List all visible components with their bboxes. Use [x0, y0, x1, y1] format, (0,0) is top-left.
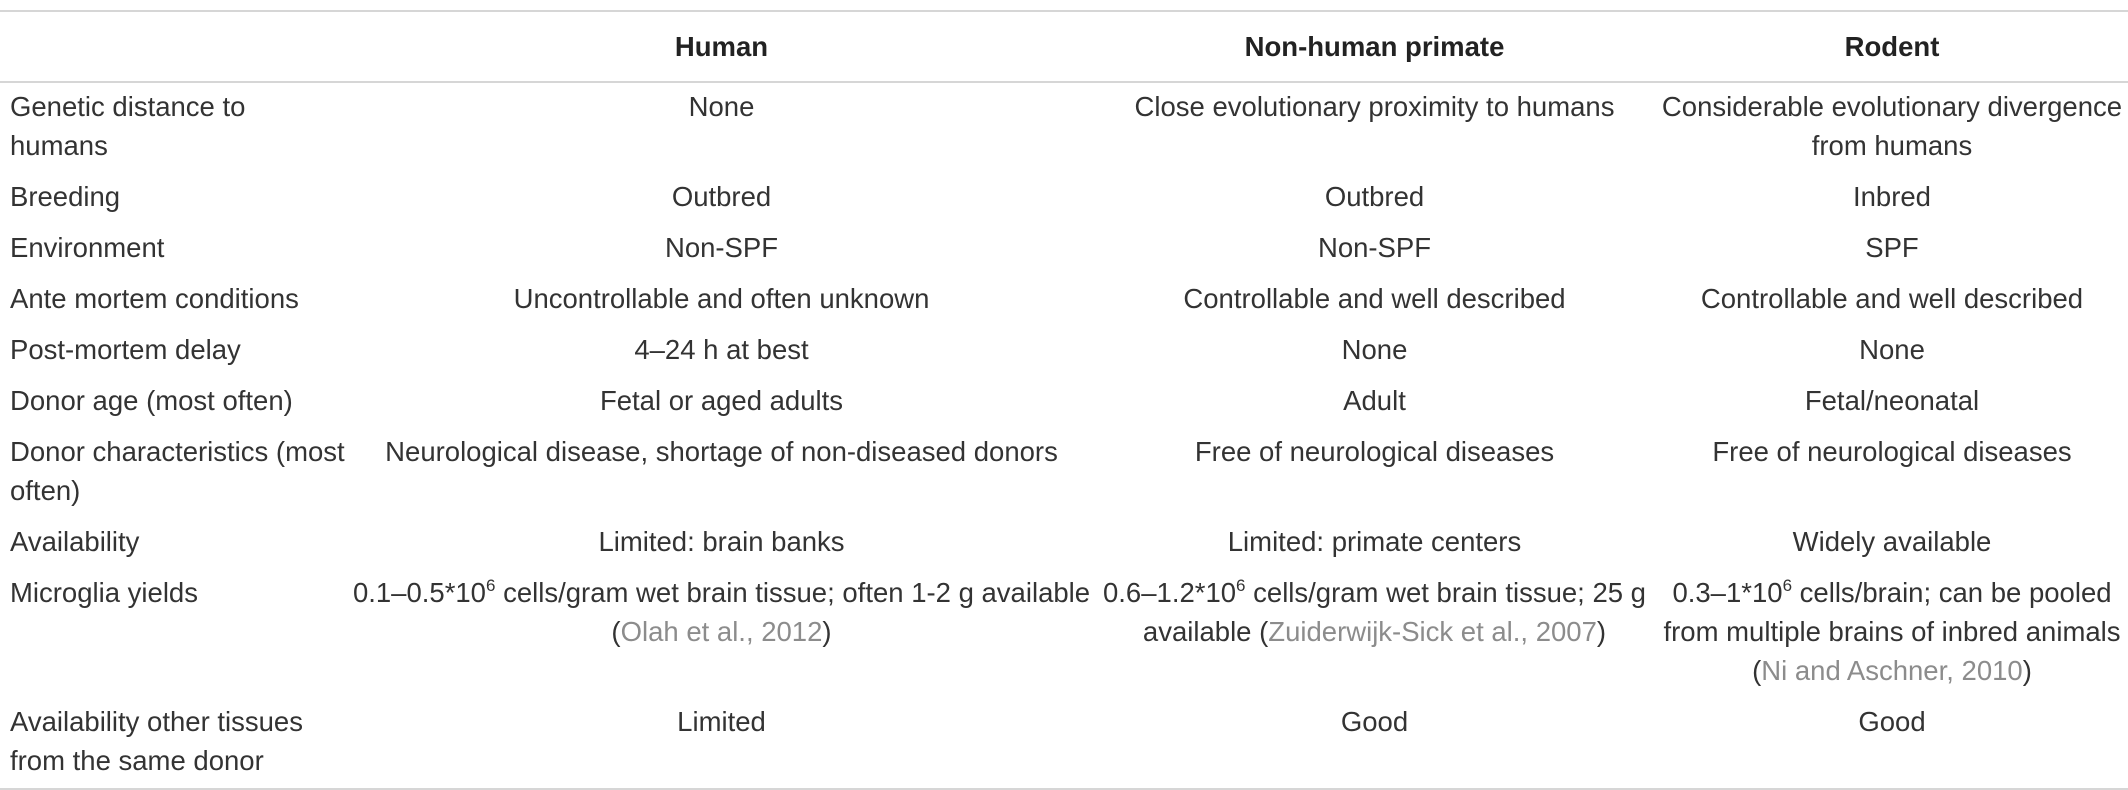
- exponent: 6: [1782, 576, 1793, 595]
- cell-primate: Close evolutionary proximity to humans: [1134, 91, 1615, 122]
- row-label: Availability other tissues from the same…: [10, 706, 303, 776]
- cell-primate: Free of neurological diseases: [1194, 436, 1555, 467]
- closing-paren: ): [1596, 616, 1607, 647]
- yield-value: 0.6–1.2*10: [1103, 577, 1237, 608]
- cell-human: Fetal or aged adults: [599, 385, 844, 416]
- cell-human: Uncontrollable and often unknown: [513, 283, 930, 314]
- exponent: 6: [485, 576, 496, 595]
- cell-primate: Good: [1340, 706, 1409, 737]
- cell-primate: 0.6–1.2*106 cells/gram wet brain tissue;…: [1093, 569, 1656, 698]
- cell-human: 4–24 h at best: [634, 334, 809, 365]
- cell-rodent: None: [1859, 334, 1925, 365]
- cell-primate: None: [1341, 334, 1408, 365]
- exponent: 6: [1236, 576, 1246, 595]
- row-label: Donor characteristics (most often): [10, 436, 345, 506]
- yield-text: cells/gram wet brain tissue; often 1-2 g…: [495, 577, 1091, 647]
- cell-human: Non-SPF: [664, 232, 779, 263]
- row-label: Microglia yields: [10, 577, 198, 608]
- table-row: Ante mortem conditions Uncontrollable an…: [0, 275, 2128, 326]
- table-row: Donor characteristics (most often) Neuro…: [0, 428, 2128, 518]
- yield-text: cells/gram wet brain tissue; 25 g availa…: [1142, 577, 1646, 647]
- cell-rodent: Inbred: [1853, 181, 1931, 212]
- row-label: Environment: [10, 232, 165, 263]
- row-label: Breeding: [10, 181, 121, 212]
- header-row: Human Non-human primate Rodent: [0, 11, 2128, 82]
- row-label: Ante mortem conditions: [10, 283, 299, 314]
- cell-human: Neurological disease, shortage of non-di…: [385, 436, 1058, 467]
- table-row: Genetic distance to humans None Close ev…: [0, 82, 2128, 173]
- table-row: Post-mortem delay 4–24 h at best None No…: [0, 326, 2128, 377]
- cell-primate: Non-SPF: [1317, 232, 1432, 263]
- cell-primate: Limited: primate centers: [1227, 526, 1522, 557]
- table-row: Donor age (most often) Fetal or aged adu…: [0, 377, 2128, 428]
- row-label: Genetic distance to humans: [10, 91, 246, 161]
- cell-rodent: Considerable evolutionary divergence fro…: [1661, 91, 2123, 161]
- cell-primate: Outbred: [1324, 181, 1425, 212]
- table-row: Microglia yields 0.1–0.5*106 cells/gram …: [0, 569, 2128, 698]
- cell-rodent: Controllable and well described: [1700, 283, 2084, 314]
- cell-rodent: Fetal/neonatal: [1804, 385, 1980, 416]
- cell-human: None: [688, 91, 755, 122]
- cell-human: Outbred: [671, 181, 772, 212]
- row-label: Availability: [10, 526, 140, 557]
- cell-primate: Adult: [1343, 385, 1406, 416]
- cell-rodent: Good: [1858, 706, 1926, 737]
- cell-rodent: 0.3–1*106 cells/brain; can be pooled fro…: [1656, 569, 2128, 698]
- cell-human: Limited: brain banks: [598, 526, 845, 557]
- header-human: Human: [674, 31, 769, 62]
- comparison-table: Human Non-human primate Rodent Genetic d…: [0, 10, 2128, 790]
- cell-rodent: Free of neurological diseases: [1712, 436, 2072, 467]
- table-row: Environment Non-SPF Non-SPF SPF: [0, 224, 2128, 275]
- row-label: Post-mortem delay: [10, 334, 241, 365]
- closing-paren: ): [2022, 655, 2032, 686]
- table-row: Availability Limited: brain banks Limite…: [0, 518, 2128, 569]
- table-row: Breeding Outbred Outbred Inbred: [0, 173, 2128, 224]
- yield-value: 0.3–1*10: [1672, 577, 1783, 608]
- yield-text: cells/brain; can be pooled from multiple…: [1663, 577, 2121, 686]
- header-non-human-primate: Non-human primate: [1244, 31, 1505, 62]
- cell-primate: Controllable and well described: [1183, 283, 1566, 314]
- cell-human: Limited: [677, 706, 766, 737]
- closing-paren: ): [822, 616, 832, 647]
- row-label: Donor age (most often): [10, 385, 293, 416]
- yield-value: 0.1–0.5*10: [352, 577, 486, 608]
- citation-link[interactable]: Olah et al., 2012: [620, 616, 823, 647]
- cell-rodent: SPF: [1865, 232, 1919, 263]
- header-rodent: Rodent: [1844, 31, 1940, 62]
- cell-human: 0.1–0.5*106 cells/gram wet brain tissue;…: [350, 569, 1093, 698]
- header-empty: [0, 11, 350, 82]
- cell-rodent: Widely available: [1792, 526, 1992, 557]
- table-row: Availability other tissues from the same…: [0, 698, 2128, 789]
- citation-link[interactable]: Zuiderwijk-Sick et al., 2007: [1268, 616, 1597, 647]
- citation-link[interactable]: Ni and Aschner, 2010: [1761, 655, 2023, 686]
